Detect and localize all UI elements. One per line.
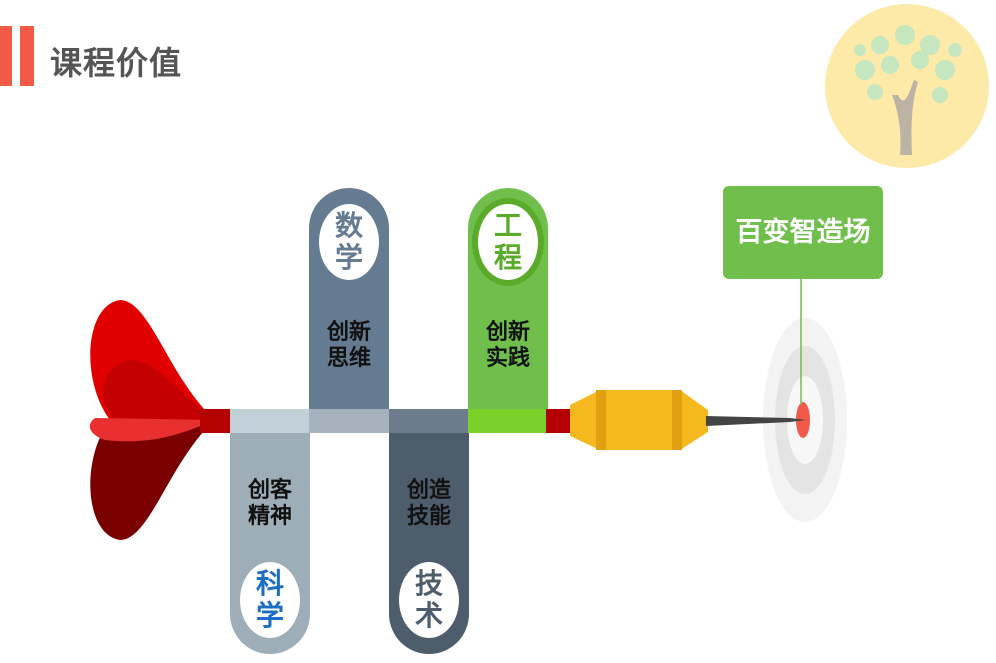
pillar-tech bbox=[389, 420, 469, 654]
dart-shaft bbox=[200, 409, 572, 433]
engineering-char-1: 工 bbox=[493, 209, 522, 242]
engineering-label: 创新 实践 bbox=[468, 320, 548, 372]
math-label: 创新 思维 bbox=[309, 320, 389, 372]
title-accent-bar bbox=[0, 26, 12, 86]
science-label-line-1: 创客 bbox=[247, 478, 292, 503]
tech-char-1: 技 bbox=[414, 567, 443, 600]
math-char-1: 数 bbox=[334, 209, 363, 242]
tech-label-line-1: 创造 bbox=[406, 478, 451, 503]
math-char-2: 学 bbox=[334, 241, 363, 274]
title-accent-bar-2 bbox=[20, 26, 34, 86]
tech-char-2: 术 bbox=[414, 599, 443, 632]
science-label: 创客 精神 bbox=[230, 478, 310, 530]
science-circle-text: 科 学 bbox=[240, 568, 300, 632]
math-label-line-2: 思维 bbox=[326, 346, 371, 371]
science-label-line-2: 精神 bbox=[247, 504, 292, 529]
pillar-math bbox=[309, 188, 389, 420]
engineering-circle-text: 工 程 bbox=[478, 210, 538, 274]
dart-fins bbox=[89, 300, 215, 540]
tree-logo bbox=[825, 4, 989, 168]
page-title: 课程价值 bbox=[50, 44, 183, 82]
engineering-label-line-2: 实践 bbox=[485, 346, 530, 371]
tech-circle-text: 技 术 bbox=[399, 568, 459, 632]
science-char-1: 科 bbox=[255, 567, 284, 600]
science-char-2: 学 bbox=[255, 599, 284, 632]
math-circle-text: 数 学 bbox=[319, 210, 379, 274]
pillar-engineering bbox=[468, 188, 548, 420]
dart-barrel bbox=[570, 390, 806, 450]
goal-box: 百变智造场 bbox=[723, 186, 883, 279]
engineering-label-line-1: 创新 bbox=[485, 320, 530, 345]
pillar-science bbox=[230, 420, 310, 654]
math-label-line-1: 创新 bbox=[326, 320, 371, 345]
tech-label-line-2: 技能 bbox=[406, 504, 451, 529]
engineering-char-2: 程 bbox=[493, 241, 522, 274]
tech-label: 创造 技能 bbox=[389, 478, 469, 530]
